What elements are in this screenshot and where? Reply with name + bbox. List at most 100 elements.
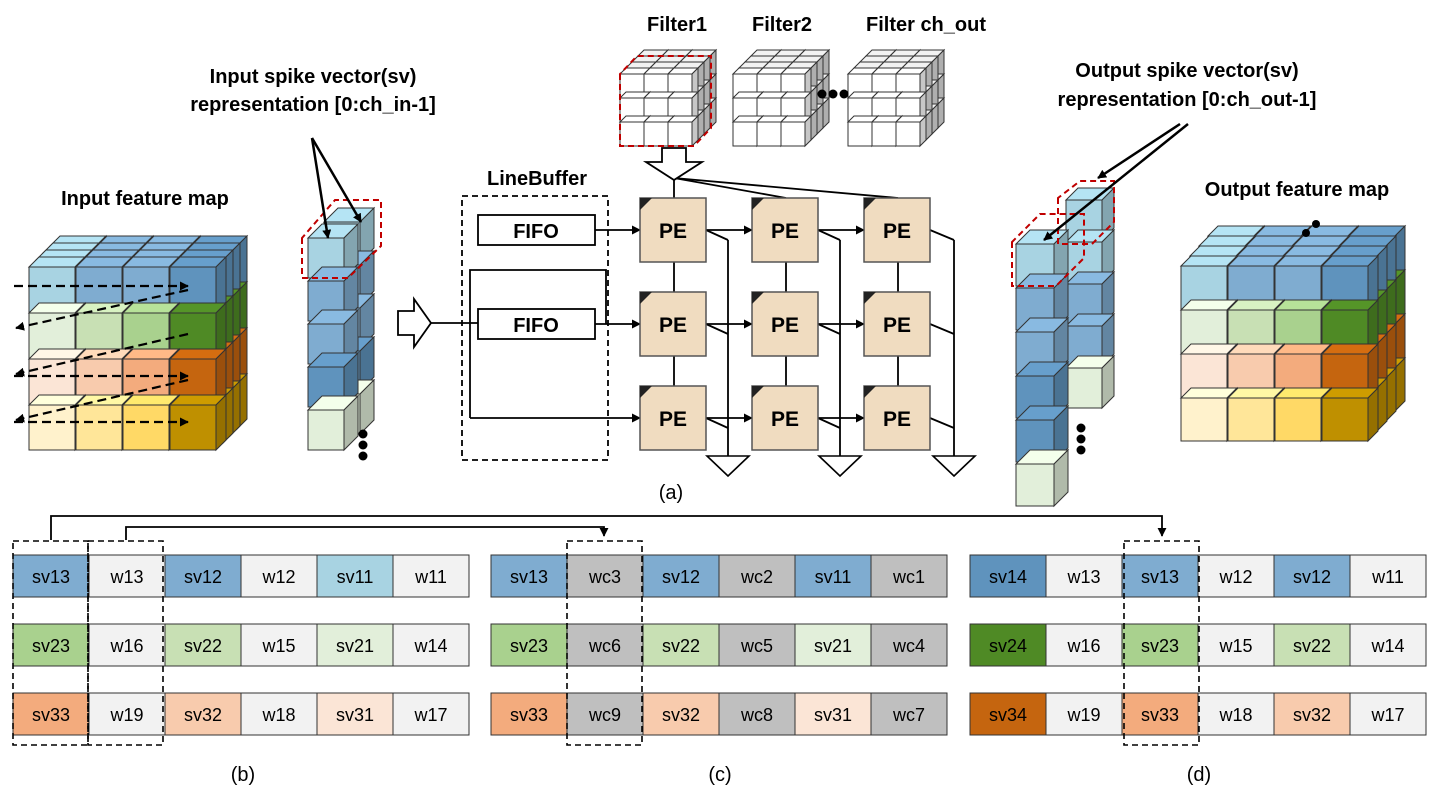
svg-text:sv22: sv22 <box>1293 636 1331 656</box>
table-cell: sv13 <box>12 554 90 598</box>
table-cell: sv13 <box>490 554 568 598</box>
svg-text:sv12: sv12 <box>662 567 700 587</box>
pe-block: PE <box>639 385 707 451</box>
svg-text:sv13: sv13 <box>1141 567 1179 587</box>
bracket-connectors <box>50 515 1167 540</box>
svg-text:sv32: sv32 <box>662 705 700 725</box>
svg-text:w14: w14 <box>413 636 447 656</box>
svg-text:w19: w19 <box>109 705 143 725</box>
input-fmap-cube <box>27 393 87 452</box>
table-cell: sv21 <box>316 623 394 667</box>
svg-text:FIFO: FIFO <box>513 315 559 337</box>
output-sv-cube-front <box>1014 448 1070 508</box>
output-spike-vector-cubes <box>1014 186 1116 508</box>
svg-text:sv33: sv33 <box>510 705 548 725</box>
table-cell: sv31 <box>794 692 872 736</box>
table-cell: w19 <box>88 692 166 736</box>
table-cell: w11 <box>392 554 470 598</box>
svg-text:sv34: sv34 <box>989 705 1027 725</box>
table-cell: sv14 <box>969 554 1047 598</box>
svg-text:w11: w11 <box>1371 567 1404 587</box>
table-cell: w18 <box>1197 692 1275 736</box>
svg-text:sv24: sv24 <box>989 636 1027 656</box>
input-feature-map-cubes <box>27 234 249 452</box>
table-cell: sv12 <box>642 554 720 598</box>
table-cell: wc6 <box>566 623 644 667</box>
pe-label: PE <box>883 408 911 431</box>
table-cell: sv33 <box>490 692 568 736</box>
linebuffer-label: LineBuffer <box>487 168 587 190</box>
svg-text:w12: w12 <box>261 567 295 587</box>
input-label-arrows <box>310 137 363 239</box>
svg-text:wc5: wc5 <box>740 636 773 656</box>
table-cell: w12 <box>1197 554 1275 598</box>
pe-label: PE <box>883 220 911 243</box>
svg-text:sv22: sv22 <box>662 636 700 656</box>
table-cell: sv12 <box>1273 554 1351 598</box>
svg-text:w15: w15 <box>261 636 295 656</box>
input-sv-cube <box>306 222 360 280</box>
table-cell: w17 <box>392 692 470 736</box>
table-cell: wc2 <box>718 554 796 598</box>
input-hollow-arrow <box>397 296 433 350</box>
output-feature-map-cubes <box>1179 224 1407 443</box>
table-cell: wc1 <box>870 554 948 598</box>
svg-text:sv12: sv12 <box>184 567 222 587</box>
output-fmap-cube <box>1320 386 1380 443</box>
output-triangles <box>705 455 977 478</box>
table-cell: sv23 <box>1121 623 1199 667</box>
filter-cell-1 <box>666 114 700 148</box>
output-fmap-label: Output feature map <box>1205 179 1389 201</box>
svg-text:sv33: sv33 <box>32 705 70 725</box>
svg-text:wc4: wc4 <box>892 636 925 656</box>
table-cell: sv32 <box>164 692 242 736</box>
filter1-label: Filter1 <box>647 14 707 36</box>
svg-text:w19: w19 <box>1066 705 1100 725</box>
output-fmap-cube <box>1226 386 1286 443</box>
table-cell: w14 <box>1349 623 1427 667</box>
table-cell: sv11 <box>794 554 872 598</box>
table-cell: sv22 <box>164 623 242 667</box>
pe-label: PE <box>659 314 687 337</box>
table-cell: sv24 <box>969 623 1047 667</box>
svg-text:sv13: sv13 <box>510 567 548 587</box>
output-sv-label-line1: Output spike vector(sv) <box>1075 60 1298 82</box>
svg-text:w18: w18 <box>261 705 295 725</box>
output-sv-cube-back <box>1064 354 1116 410</box>
table-cell: sv11 <box>316 554 394 598</box>
svg-text:sv21: sv21 <box>336 636 374 656</box>
table-cell: w15 <box>240 623 318 667</box>
svg-text:wc2: wc2 <box>740 567 773 587</box>
table-cell: sv12 <box>164 554 242 598</box>
svg-text:sv12: sv12 <box>1293 567 1331 587</box>
svg-text:wc9: wc9 <box>588 705 621 725</box>
filter-cell-3 <box>894 114 928 148</box>
scan-arrows <box>14 281 189 427</box>
svg-text:sv33: sv33 <box>1141 705 1179 725</box>
svg-text:w17: w17 <box>413 705 447 725</box>
pe-label: PE <box>659 220 687 243</box>
svg-text:sv31: sv31 <box>814 705 852 725</box>
output-sv-highlight-front <box>1011 213 1085 287</box>
table-cell: w13 <box>88 554 166 598</box>
pe-block: PE <box>751 385 819 451</box>
svg-text:sv23: sv23 <box>1141 636 1179 656</box>
svg-text:wc3: wc3 <box>588 567 621 587</box>
linebuffer-wiring <box>431 225 641 423</box>
caption-b: (b) <box>231 764 255 786</box>
filter-hollow-arrow <box>642 147 706 182</box>
svg-text:FIFO: FIFO <box>513 221 559 243</box>
pe-label: PE <box>771 408 799 431</box>
pe-label: PE <box>883 314 911 337</box>
svg-text:sv32: sv32 <box>1293 705 1331 725</box>
table-cell: w16 <box>1045 623 1123 667</box>
table-cell: sv22 <box>642 623 720 667</box>
table-cell: wc4 <box>870 623 948 667</box>
svg-text:sv23: sv23 <box>32 636 70 656</box>
pe-label: PE <box>659 408 687 431</box>
svg-text:wc7: wc7 <box>892 705 925 725</box>
table-cell: w18 <box>240 692 318 736</box>
pe-block: PE <box>863 291 931 357</box>
